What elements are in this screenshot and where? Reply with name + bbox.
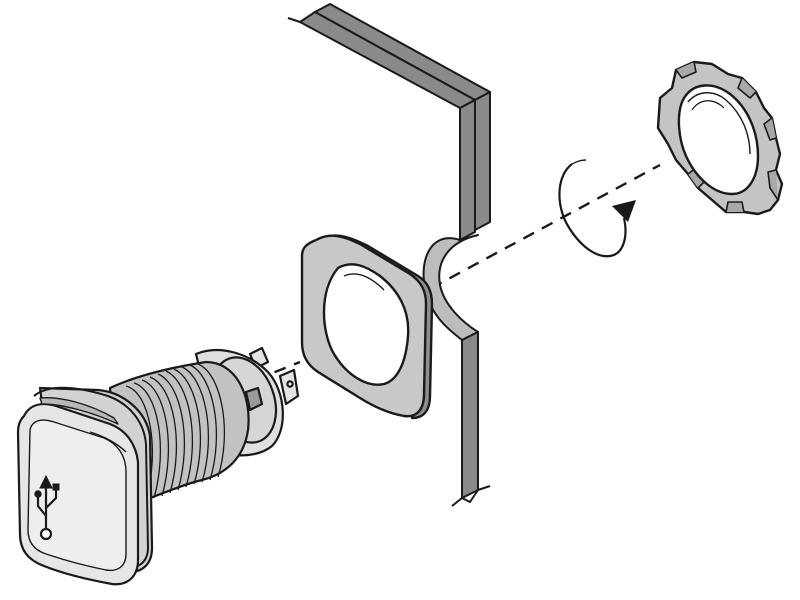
usb-socket — [16, 346, 300, 586]
mounting-panel — [287, 3, 491, 507]
socket-terminals — [248, 346, 300, 406]
locking-nut — [656, 60, 784, 216]
rotation-arrow — [558, 159, 636, 258]
sealing-gasket — [300, 234, 434, 420]
usb-icon — [34, 474, 60, 541]
